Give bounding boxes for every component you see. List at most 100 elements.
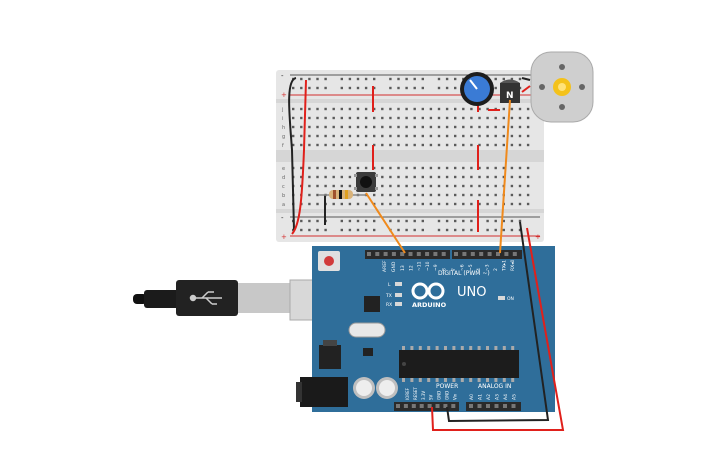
rail-hole (454, 228, 457, 232)
breadboard-hole (364, 125, 368, 129)
header-pin (408, 252, 413, 256)
breadboard-hole (397, 116, 400, 120)
row-letter-g: g (282, 134, 285, 140)
breadboard-hole (494, 143, 497, 147)
breadboard-hole (316, 166, 319, 170)
breadboard-hole (445, 166, 449, 170)
push-button[interactable] (354, 172, 378, 192)
breadboard-hole (470, 125, 473, 129)
breadboard-hole (348, 202, 352, 206)
digital-pin-label: 2 (493, 268, 499, 271)
breadboard-hole (348, 166, 352, 170)
rail-hole (518, 219, 522, 223)
breadboard-hole (470, 143, 473, 147)
rail-hole (308, 228, 311, 232)
breadboard-hole (300, 116, 303, 120)
chip-pin (427, 378, 431, 382)
breadboard-hole (454, 107, 457, 111)
chip-pin (477, 378, 481, 382)
analog-pin-label: A2 (486, 394, 492, 400)
breadboard-hole (462, 202, 465, 206)
breadboard-hole (373, 193, 376, 197)
chip-pin (486, 378, 489, 382)
breadboard-hole (389, 107, 392, 111)
breadboard-hole (437, 202, 441, 206)
breadboard-hole (389, 166, 392, 170)
header-pin (511, 404, 516, 408)
breadboard-hole (389, 116, 392, 120)
rail-hole (300, 219, 303, 223)
chip-pin (460, 378, 464, 382)
breadboard-hole (405, 134, 408, 138)
rail-hole (510, 77, 514, 81)
arduino-wires (365, 99, 565, 431)
chip-pin (444, 378, 447, 382)
breadboard-hole (348, 184, 352, 188)
breadboard-hole (518, 143, 522, 147)
breadboard-hole (421, 175, 424, 179)
chip-pin (502, 378, 506, 382)
chip-pin (410, 346, 414, 350)
power-pin-label: RESET (413, 387, 418, 400)
rail-hole (445, 77, 449, 81)
breadboard-hole (308, 134, 311, 138)
breadboard-hole (421, 107, 424, 111)
breadboard-hole (486, 125, 489, 129)
led-l-label: L (388, 282, 391, 288)
breadboard-hole (429, 116, 433, 120)
breadboard-hole (332, 107, 335, 111)
breadboard-hole (454, 143, 457, 147)
transistor-label: N (506, 91, 514, 101)
chip-pin (502, 346, 506, 350)
breadboard-hole (397, 143, 400, 147)
breadboard-hole (437, 166, 441, 170)
breadboard-hole (308, 193, 311, 197)
breadboard-hole (397, 202, 400, 206)
breadboard-hole (292, 125, 295, 129)
rail-hole (470, 228, 473, 232)
analog-pin-label: A0 (469, 394, 475, 400)
breadboard-hole (381, 166, 384, 170)
analog-header (466, 402, 521, 411)
rail-hole (348, 219, 352, 223)
breadboard-hole (356, 134, 360, 138)
breadboard-hole (437, 143, 441, 147)
breadboard-hole (510, 116, 514, 120)
breadboard-hole (429, 166, 433, 170)
rail-hole (421, 219, 424, 223)
breadboard-hole (494, 175, 497, 179)
breadboard-hole (405, 175, 408, 179)
breadboard-hole (421, 166, 424, 170)
breadboard-hole (413, 175, 416, 179)
breadboard-hole (445, 134, 449, 138)
chip-pin (511, 378, 515, 382)
breadboard-hole (470, 107, 473, 111)
power-pin-label: 5V (429, 394, 434, 400)
breadboard-hole (405, 166, 408, 170)
digital-pin-label: 8 (442, 268, 448, 271)
header-pin (454, 252, 458, 256)
breadboard-hole (397, 134, 400, 138)
usb-interface-chip (364, 296, 380, 312)
breadboard-hole (405, 184, 408, 188)
breadboard-hole (413, 107, 416, 111)
power-header (394, 402, 459, 411)
breadboard-hole (405, 202, 408, 206)
rail-hole (462, 228, 465, 232)
rail-hole (518, 77, 522, 81)
analog-pin-label: A5 (512, 394, 518, 400)
breadboard-hole (454, 125, 457, 129)
power-pin-label: GND (445, 391, 450, 400)
rail-hole (494, 219, 497, 223)
potentiometer[interactable] (460, 72, 494, 106)
breadboard-hole (324, 116, 327, 120)
breadboard-hole (389, 125, 392, 129)
breadboard-hole (462, 143, 465, 147)
breadboard-hole (445, 175, 449, 179)
breadboard-hole (429, 193, 433, 197)
rail-hole (364, 77, 368, 81)
breadboard-hole (421, 202, 424, 206)
breadboard-hole (429, 107, 433, 111)
pin-aref-label: AREF (382, 260, 388, 272)
